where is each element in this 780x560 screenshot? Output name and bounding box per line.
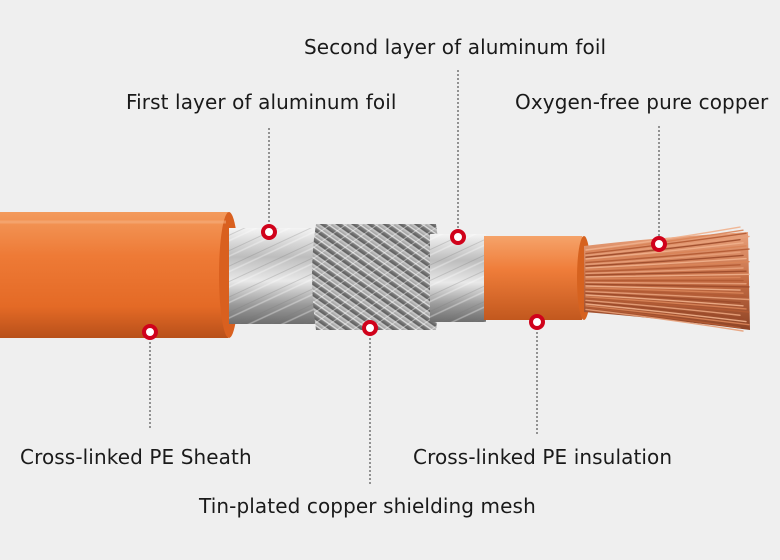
copper-strand — [585, 248, 750, 264]
copper-strand — [585, 287, 744, 294]
label-first-foil: First layer of aluminum foil — [126, 90, 397, 114]
marker-first-foil — [261, 224, 277, 240]
copper-strand — [585, 257, 747, 269]
copper-strand — [585, 273, 750, 278]
label-second-foil: Second layer of aluminum foil — [304, 35, 607, 59]
copper-strand — [585, 306, 741, 329]
label-copper: Oxygen-free pure copper — [515, 90, 769, 114]
copper-strand — [585, 288, 747, 298]
inner-insulation — [484, 236, 591, 320]
copper-strand — [585, 296, 747, 310]
copper-strand — [585, 292, 741, 304]
label-mesh: Tin-plated copper shielding mesh — [199, 494, 536, 518]
label-insulation: Cross-linked PE insulation — [413, 445, 673, 469]
marker-second-foil — [450, 229, 466, 245]
copper-strand — [585, 299, 741, 316]
copper-strand — [585, 283, 750, 288]
copper-strand — [585, 290, 750, 301]
copper-strand — [585, 297, 750, 313]
copper-strand — [585, 303, 747, 323]
copper-strand — [585, 276, 741, 280]
shield-mesh — [312, 224, 440, 330]
copper-strand — [585, 308, 744, 332]
marker-copper — [651, 236, 667, 252]
copper-strand — [585, 281, 747, 285]
marker-insulation — [529, 314, 545, 330]
markers — [142, 224, 667, 340]
copper-strand — [585, 261, 750, 271]
copper-strand — [585, 242, 744, 260]
marker-sheath — [142, 324, 158, 340]
copper-strand — [585, 267, 744, 275]
copper-strand — [585, 270, 747, 276]
copper-strands — [584, 226, 750, 332]
leader-lines — [149, 70, 660, 484]
copper-strand — [585, 264, 741, 273]
outer-sheath — [0, 212, 239, 338]
second-foil-layer — [430, 234, 486, 322]
copper-strand — [585, 254, 744, 267]
copper-strand — [585, 251, 741, 266]
marker-mesh — [362, 320, 378, 336]
copper-strand — [585, 294, 744, 307]
copper-strand — [585, 301, 744, 320]
copper-strand — [585, 285, 741, 291]
label-sheath: Cross-linked PE Sheath — [20, 445, 252, 469]
copper-strand — [585, 305, 750, 326]
copper-strand — [585, 245, 747, 262]
